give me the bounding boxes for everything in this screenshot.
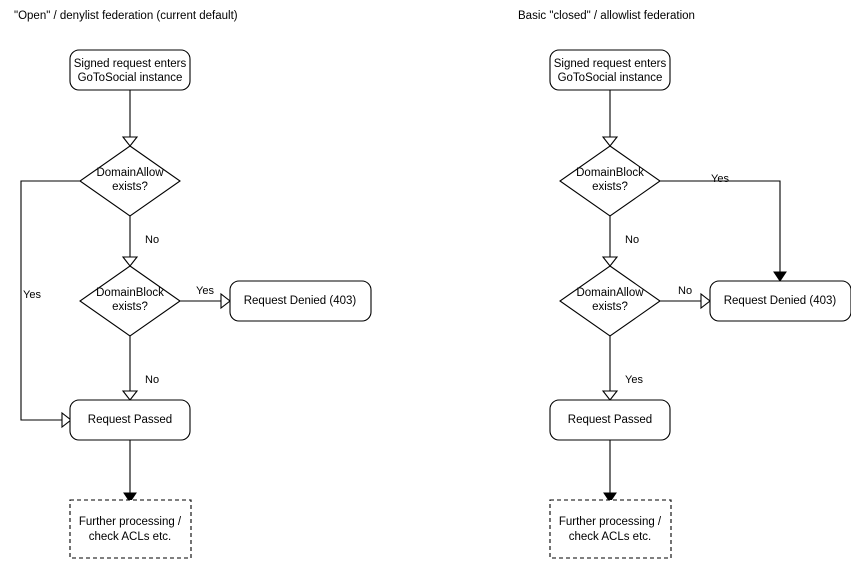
entry-box-label-line1: Signed request enters [74, 58, 187, 70]
further-processing-label-line2-right: check ACLs etc. [569, 531, 651, 543]
further-processing-label-line1: Further processing / [79, 516, 182, 528]
edge-domainallow-no-to-domainblock: No [121, 216, 159, 267]
request-passed-label-right: Request Passed [568, 414, 652, 426]
entry-box-label-line1-right: Signed request enters [554, 58, 667, 70]
further-processing-label-line1-right: Further processing / [559, 516, 662, 528]
edge-domainblock-no-to-passed: No [121, 336, 159, 401]
node-entry-left: Signed request enters GoToSocial instanc… [69, 49, 191, 91]
edge-label-allow-no-right: No [678, 285, 692, 297]
edge-domainblock-no-to-domainallow-right: No [601, 216, 639, 267]
edge-domainallow-no-to-denied-right: No [660, 285, 711, 310]
further-processing-box-shape-right [549, 499, 672, 559]
node-request-denied-left: Request Denied (403) [229, 280, 372, 322]
domainallow-label-line2: exists? [112, 181, 148, 193]
domainblock-label-line1-right: DomainBlock [576, 167, 644, 179]
node-further-processing-left: Further processing / check ACLs etc. [69, 499, 192, 559]
request-denied-box-shape [229, 280, 372, 322]
node-request-passed-left: Request Passed [69, 399, 191, 441]
further-processing-label-line2: check ACLs etc. [89, 531, 171, 543]
node-decision-domainallow-left: DomainAllow exists? [79, 145, 181, 217]
domainallow-label-line1: DomainAllow [96, 167, 164, 179]
edge-label-block-yes-left: Yes [196, 285, 214, 297]
domainblock-label-line2-right: exists? [592, 181, 628, 193]
entry-box-label-line2: GoToSocial instance [78, 72, 183, 84]
node-request-passed-right: Request Passed [549, 399, 671, 441]
panel-title-right: Basic "closed" / allowlist federation [518, 10, 695, 22]
node-entry-right: Signed request enters GoToSocial instanc… [549, 49, 671, 91]
edge-domainblock-yes-to-denied: Yes [180, 285, 231, 310]
node-further-processing-right: Further processing / check ACLs etc. [549, 499, 672, 559]
request-denied-box-shape-right [709, 280, 851, 322]
node-decision-domainblock-left: DomainBlock exists? [79, 265, 181, 337]
node-request-denied-right: Request Denied (403) [709, 280, 851, 322]
panel-closed-allowlist: Basic "closed" / allowlist federation Si… [518, 10, 851, 559]
edge-domainallow-yes-to-passed: Yes [20, 180, 80, 429]
domainallow-label-line1-right: DomainAllow [576, 287, 644, 299]
edge-passed-to-further-right [603, 440, 617, 503]
edge-domainallow-yes-to-passed-right: Yes [601, 336, 643, 401]
domainblock-label-line1: DomainBlock [96, 287, 164, 299]
panel-open-denylist: "Open" / denylist federation (current de… [14, 10, 372, 559]
request-denied-label: Request Denied (403) [244, 295, 357, 307]
node-decision-domainblock-right: DomainBlock exists? [559, 145, 661, 217]
node-decision-domainallow-right: DomainAllow exists? [559, 265, 661, 337]
edge-entry-to-domainblock-right [601, 90, 619, 147]
edge-label-allow-no-left: No [145, 234, 159, 246]
edge-domainblock-yes-to-denied-right: Yes [660, 173, 787, 282]
edge-label-block-no-left: No [145, 374, 159, 386]
further-processing-box-shape [69, 499, 192, 559]
panel-title-left: "Open" / denylist federation (current de… [14, 10, 238, 22]
edge-label-block-no-right: No [625, 234, 639, 246]
edge-label-allow-yes-right: Yes [625, 374, 643, 386]
request-passed-label: Request Passed [88, 414, 172, 426]
domainblock-label-line2: exists? [112, 301, 148, 313]
entry-box-label-line2-right: GoToSocial instance [558, 72, 663, 84]
request-denied-label-right: Request Denied (403) [724, 295, 837, 307]
edge-entry-to-domainallow [121, 90, 139, 147]
edge-label-block-yes-right: Yes [711, 173, 729, 185]
domainallow-label-line2-right: exists? [592, 301, 628, 313]
edge-passed-to-further-left [123, 440, 137, 503]
edge-label-allow-yes-left: Yes [23, 289, 41, 301]
